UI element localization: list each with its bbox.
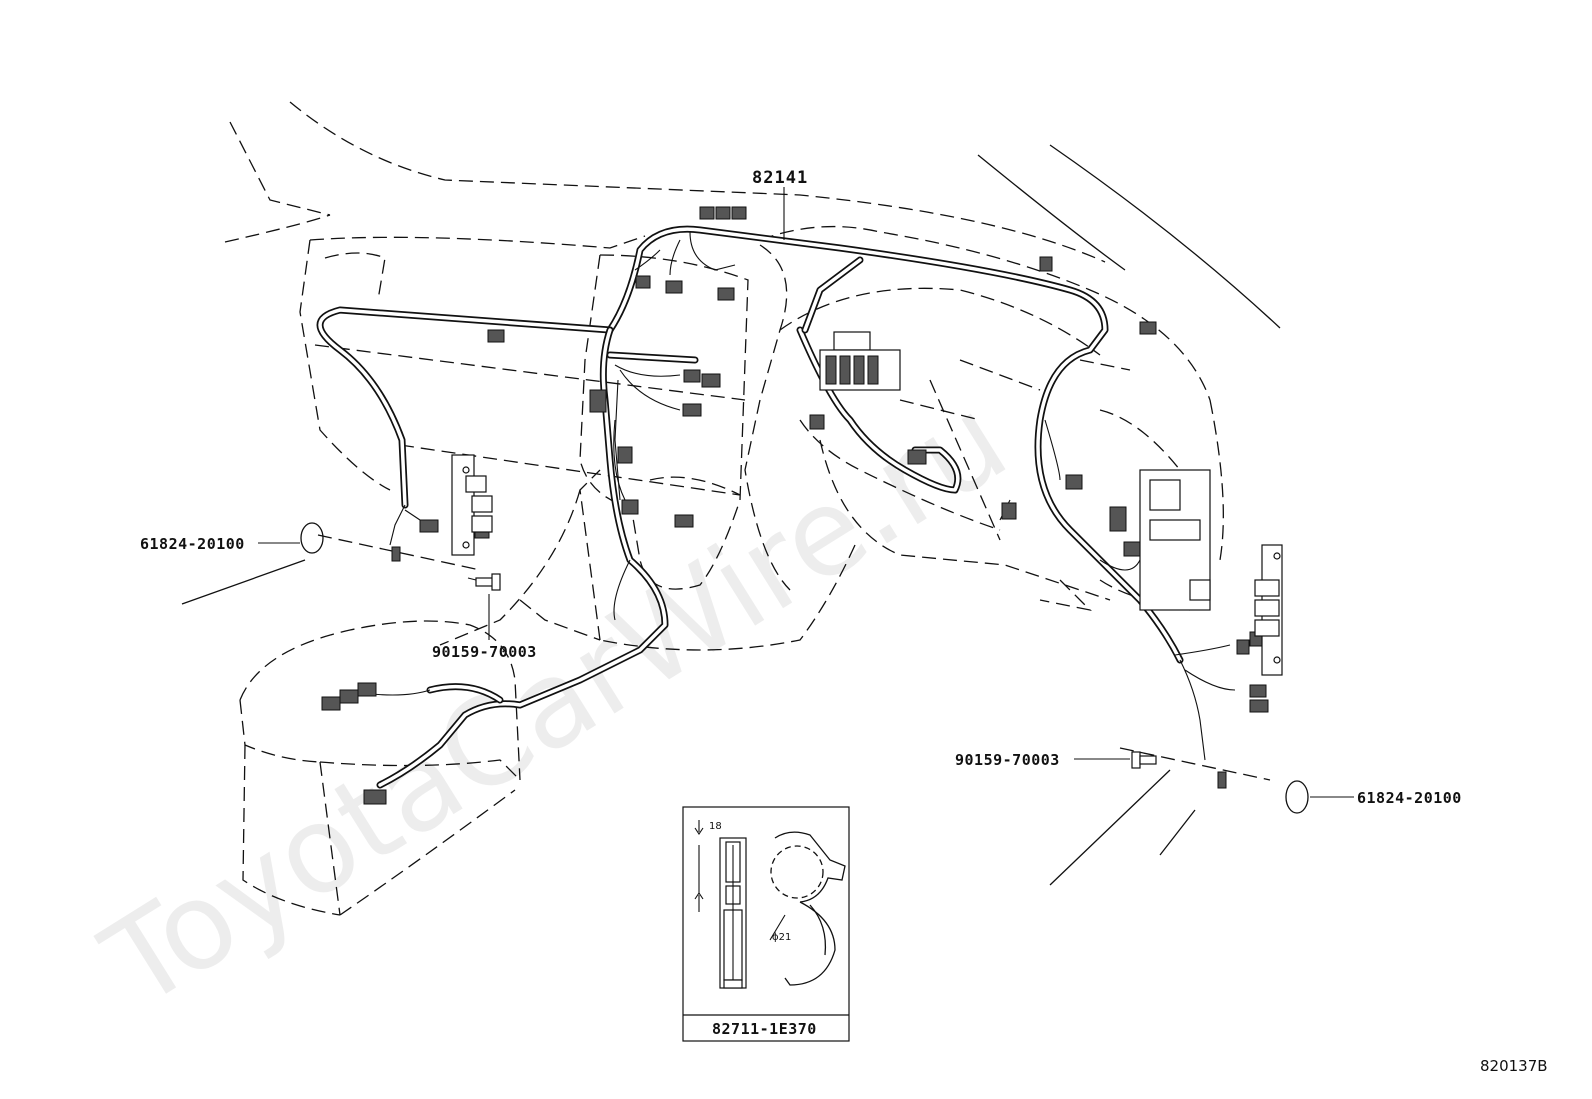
console-outline xyxy=(239,620,521,916)
part-label-clip: 82711-1E370 xyxy=(712,1020,817,1038)
connector xyxy=(699,206,715,220)
reference-code: 820137B xyxy=(1480,1057,1548,1075)
relay-blocks xyxy=(451,331,1283,676)
bolt-right xyxy=(1131,751,1157,769)
connector xyxy=(1139,321,1157,335)
connector xyxy=(1109,506,1127,532)
part-label-bolt-right: 90159-70003 xyxy=(955,751,1060,769)
grommet-left xyxy=(300,522,324,554)
connector xyxy=(1123,541,1141,557)
connector xyxy=(635,275,651,289)
part-label-82141: 82141 xyxy=(752,168,808,188)
bolt-left xyxy=(467,573,501,591)
part-label-grommet-left: 61824-20100 xyxy=(140,535,245,553)
callout-bolt-right: 90159-70003 xyxy=(955,751,1130,769)
callout-grommet-left: 61824-20100 xyxy=(140,535,300,553)
callout-main-82141: 82141 xyxy=(752,168,808,240)
connector xyxy=(1249,684,1267,698)
connector xyxy=(363,789,387,805)
relay-block-center xyxy=(819,331,901,391)
relay-block-right xyxy=(1139,469,1283,676)
watermark-text: ToyotaCarWire.ru xyxy=(81,370,1030,1035)
connector xyxy=(589,389,607,413)
relay-block-left xyxy=(451,454,493,556)
connector xyxy=(717,287,735,301)
grommet-right xyxy=(1285,780,1309,814)
connector xyxy=(339,689,359,704)
connector xyxy=(907,449,927,465)
callout-grommet-right: 61824-20100 xyxy=(1310,789,1462,807)
detail-box-clip: 82711-1E370 18 ϕ21 xyxy=(682,806,850,1042)
connector xyxy=(1001,502,1017,520)
connector xyxy=(357,682,377,697)
branch-wires xyxy=(339,231,1236,761)
connector xyxy=(321,696,341,711)
dashboard-outline xyxy=(224,101,1224,651)
connector xyxy=(809,414,825,430)
connector xyxy=(487,329,505,343)
connector xyxy=(391,546,401,562)
connector xyxy=(617,446,633,464)
dimension-diameter: ϕ21 xyxy=(772,932,791,943)
connector xyxy=(701,373,721,388)
part-label-bolt-left: 90159-70003 xyxy=(432,643,537,661)
callout-bolt-left: 90159-70003 xyxy=(432,594,537,661)
connector xyxy=(621,499,639,515)
part-label-grommet-right: 61824-20100 xyxy=(1357,789,1462,807)
body-lines xyxy=(181,144,1281,886)
clip-side-view xyxy=(719,837,747,989)
connector xyxy=(674,514,694,528)
connector xyxy=(731,206,747,220)
connector xyxy=(1065,474,1083,490)
connector xyxy=(1217,771,1227,789)
connector xyxy=(1249,699,1269,713)
dimension-width: 18 xyxy=(709,821,722,832)
clip-end-view: ϕ21 xyxy=(769,831,846,986)
connector xyxy=(419,519,439,533)
connector xyxy=(665,280,683,294)
connector xyxy=(682,403,702,417)
connector xyxy=(1039,256,1053,272)
connector xyxy=(715,206,731,220)
connector xyxy=(683,369,701,383)
connector xyxy=(1236,639,1250,655)
